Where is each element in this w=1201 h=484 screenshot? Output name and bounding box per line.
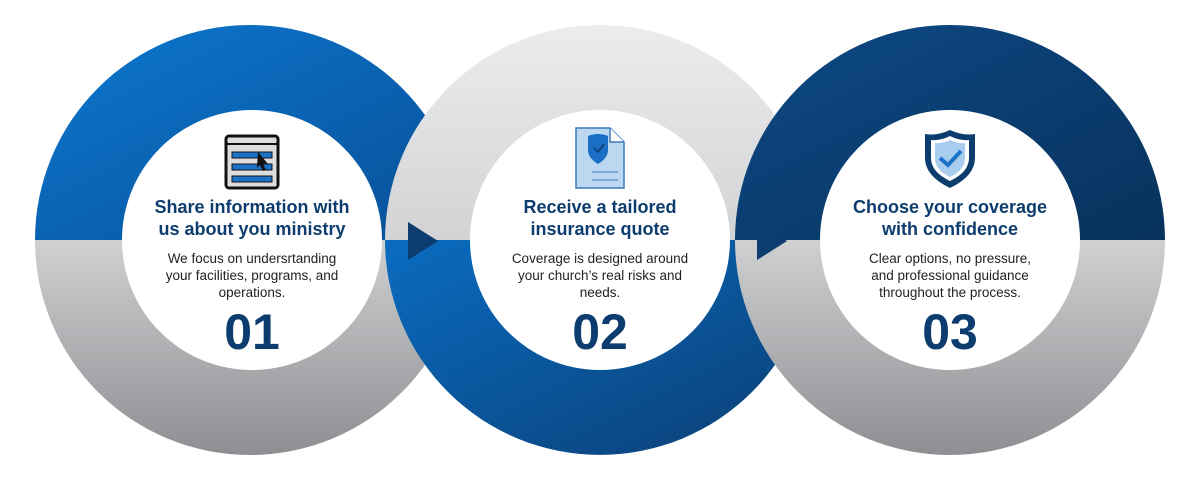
web-form-icon — [132, 128, 372, 190]
shield-check-icon — [830, 128, 1070, 190]
step-number: 03 — [922, 304, 978, 360]
inner-circle-1 — [122, 110, 382, 370]
inner-circle-2 — [470, 110, 730, 370]
arrow-right-icon — [757, 222, 787, 260]
step-number: 01 — [224, 304, 280, 360]
insurance-document-icon — [480, 127, 720, 190]
inner-circle-3 — [820, 110, 1080, 370]
step-number: 02 — [572, 304, 628, 360]
arrow-right-icon — [408, 222, 438, 260]
step-description: Clear options, no pressure,and professio… — [868, 251, 1032, 300]
